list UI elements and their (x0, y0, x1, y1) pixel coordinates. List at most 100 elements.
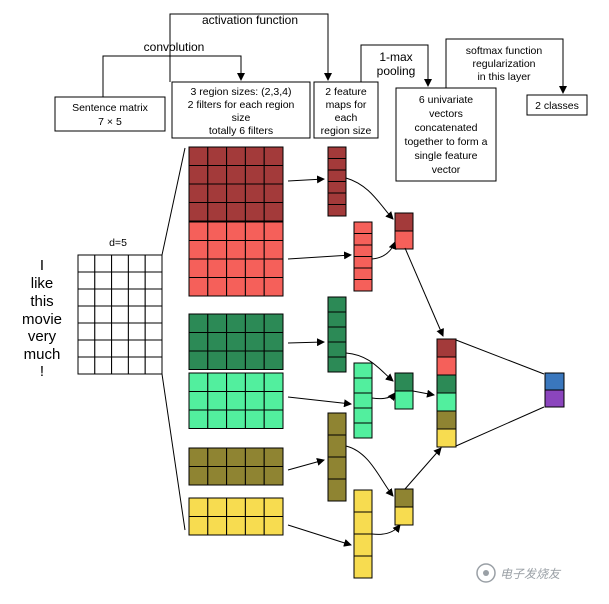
word: this (30, 293, 53, 310)
grid-cell (244, 466, 265, 486)
grid-cell (263, 372, 284, 392)
arrow-concat-3 (404, 447, 442, 490)
sentence-matrix-grid (77, 254, 163, 375)
two-classes-box: 2 classes (526, 94, 588, 116)
grid-cell (207, 258, 228, 278)
feature-map-1 (327, 146, 347, 217)
grid-cell (263, 516, 284, 536)
grid-cell (111, 305, 129, 324)
grid-cell (207, 409, 228, 429)
grid-cell (94, 254, 113, 273)
grid-cell (188, 372, 209, 392)
svg-text:size: size (232, 112, 251, 124)
feature-map-5 (327, 412, 347, 502)
fc-line-bottom (455, 406, 545, 447)
grid-cell (207, 165, 228, 185)
grid-cell (244, 350, 265, 370)
word: much (24, 346, 61, 363)
grid-cell (188, 466, 209, 486)
d-label: d=5 (109, 237, 127, 249)
grid-cell (127, 271, 146, 290)
grid-cell (263, 332, 284, 352)
grid-cell (353, 555, 373, 579)
grid-cell (77, 271, 96, 290)
svg-text:2 filters for each region: 2 filters for each region (188, 99, 295, 111)
grid-cell (263, 350, 284, 370)
grid-cell (244, 146, 265, 166)
connectors (287, 175, 545, 547)
grid-cell (144, 339, 163, 358)
concatenated-feature-vector (436, 338, 457, 448)
grid-cell (144, 356, 163, 375)
pooling-flow (360, 44, 432, 87)
filter-4 (188, 372, 284, 429)
grid-cell (226, 277, 246, 297)
svg-text:totally 6 filters: totally 6 filters (209, 125, 273, 137)
grid-cell (77, 322, 96, 341)
grid-cell (353, 511, 373, 535)
grid-cell (226, 202, 246, 222)
grid-cell (207, 391, 228, 411)
grid-cell (244, 516, 265, 536)
svg-text:2 classes: 2 classes (535, 100, 579, 112)
filters (188, 146, 284, 536)
svg-text:Sentence matrix: Sentence matrix (72, 102, 149, 114)
pooled-cell (394, 212, 414, 232)
grid-cell (188, 258, 209, 278)
output-classes (544, 372, 565, 408)
grid-cell (207, 332, 228, 352)
grid-cell (188, 332, 209, 352)
grid-cell (144, 271, 163, 290)
grid-cell (111, 288, 129, 307)
grid-cell (244, 332, 265, 352)
grid-cell (353, 392, 373, 409)
grid-cell (327, 158, 347, 171)
grid-cell (327, 456, 347, 480)
grid-cell (77, 339, 96, 358)
grid-cell (327, 169, 347, 182)
arrow-pool-4 (371, 392, 396, 401)
svg-text:vector: vector (432, 164, 461, 176)
filter-3 (188, 313, 284, 370)
grid-cell (226, 391, 246, 411)
feature-maps (327, 146, 373, 579)
grid-cell (188, 221, 209, 241)
grid-cell (207, 277, 228, 297)
grid-cell (244, 409, 265, 429)
grid-cell (226, 240, 246, 260)
grid-cell (207, 183, 228, 203)
grid-cell (127, 305, 146, 324)
grid-cell (353, 279, 373, 292)
grid-cell (263, 447, 284, 467)
grid-cell (353, 221, 373, 234)
svg-text:single feature: single feature (414, 150, 477, 162)
grid-cell (244, 202, 265, 222)
svg-text:3 region sizes: (2,3,4): 3 region sizes: (2,3,4) (191, 86, 292, 98)
grid-cell (327, 326, 347, 343)
feature-map-4 (353, 362, 373, 439)
grid-cell (77, 288, 96, 307)
feature-vector-cell (436, 410, 457, 430)
grid-cell (226, 221, 246, 241)
grid-cell (353, 362, 373, 379)
region-sizes-box: 3 region sizes: (2,3,4) 2 filters for ea… (171, 81, 311, 139)
grid-cell (188, 409, 209, 429)
grid-cell (188, 202, 209, 222)
grid-cell (353, 244, 373, 257)
grid-cell (263, 277, 284, 297)
filter-2 (188, 221, 284, 297)
grid-cell (327, 296, 347, 313)
grid-cell (226, 447, 246, 467)
grid-cell (327, 478, 347, 502)
filter-fan-lines (161, 147, 186, 531)
grid-cell (94, 305, 113, 324)
grid-cell (111, 271, 129, 290)
grid-cell (244, 391, 265, 411)
grid-cell (188, 497, 209, 517)
grid-cell (94, 339, 113, 358)
convolution-flow (102, 55, 245, 97)
grid-cell (353, 489, 373, 513)
arrow-filter-5 (287, 458, 325, 471)
grid-cell (226, 313, 246, 333)
